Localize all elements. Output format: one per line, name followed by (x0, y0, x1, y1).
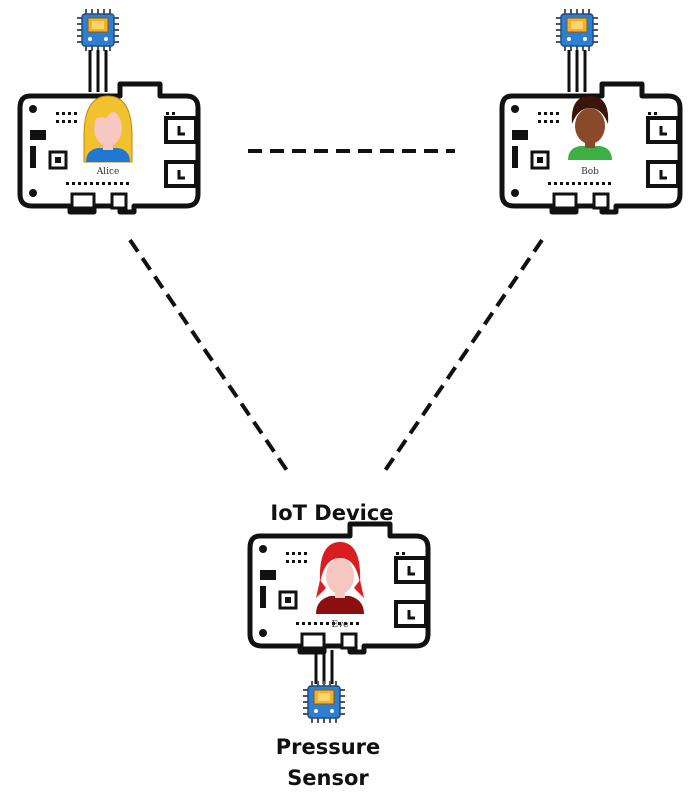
node-alice: Alice (20, 8, 198, 212)
alice-avatar-icon (83, 95, 133, 163)
eve-avatar-icon (316, 542, 364, 614)
link-alice-eve (128, 238, 292, 477)
node-bob: Bob (502, 8, 680, 212)
pressure-sensor-label-line1: Pressure (276, 735, 381, 759)
iot-device-label: IoT Device (270, 501, 393, 525)
iot-sensor-wires (314, 650, 334, 684)
eve-label: Eve (332, 620, 349, 630)
alice-label: Alice (96, 167, 120, 177)
alice-sensor-chip-icon (76, 8, 120, 52)
bob-label: Bob (581, 167, 599, 177)
bob-sensor-wires (567, 50, 587, 92)
bob-sensor-chip-icon (555, 8, 599, 52)
links (128, 149, 544, 477)
pressure-sensor-chip-icon (302, 680, 346, 724)
pressure-sensor-label-line2: Sensor (287, 766, 369, 790)
alice-sensor-wires (88, 50, 108, 92)
link-bob-eve (380, 238, 544, 477)
bob-avatar-icon (568, 96, 612, 160)
node-iot-device: IoT Device Eve Pressure Sensor (250, 501, 428, 790)
